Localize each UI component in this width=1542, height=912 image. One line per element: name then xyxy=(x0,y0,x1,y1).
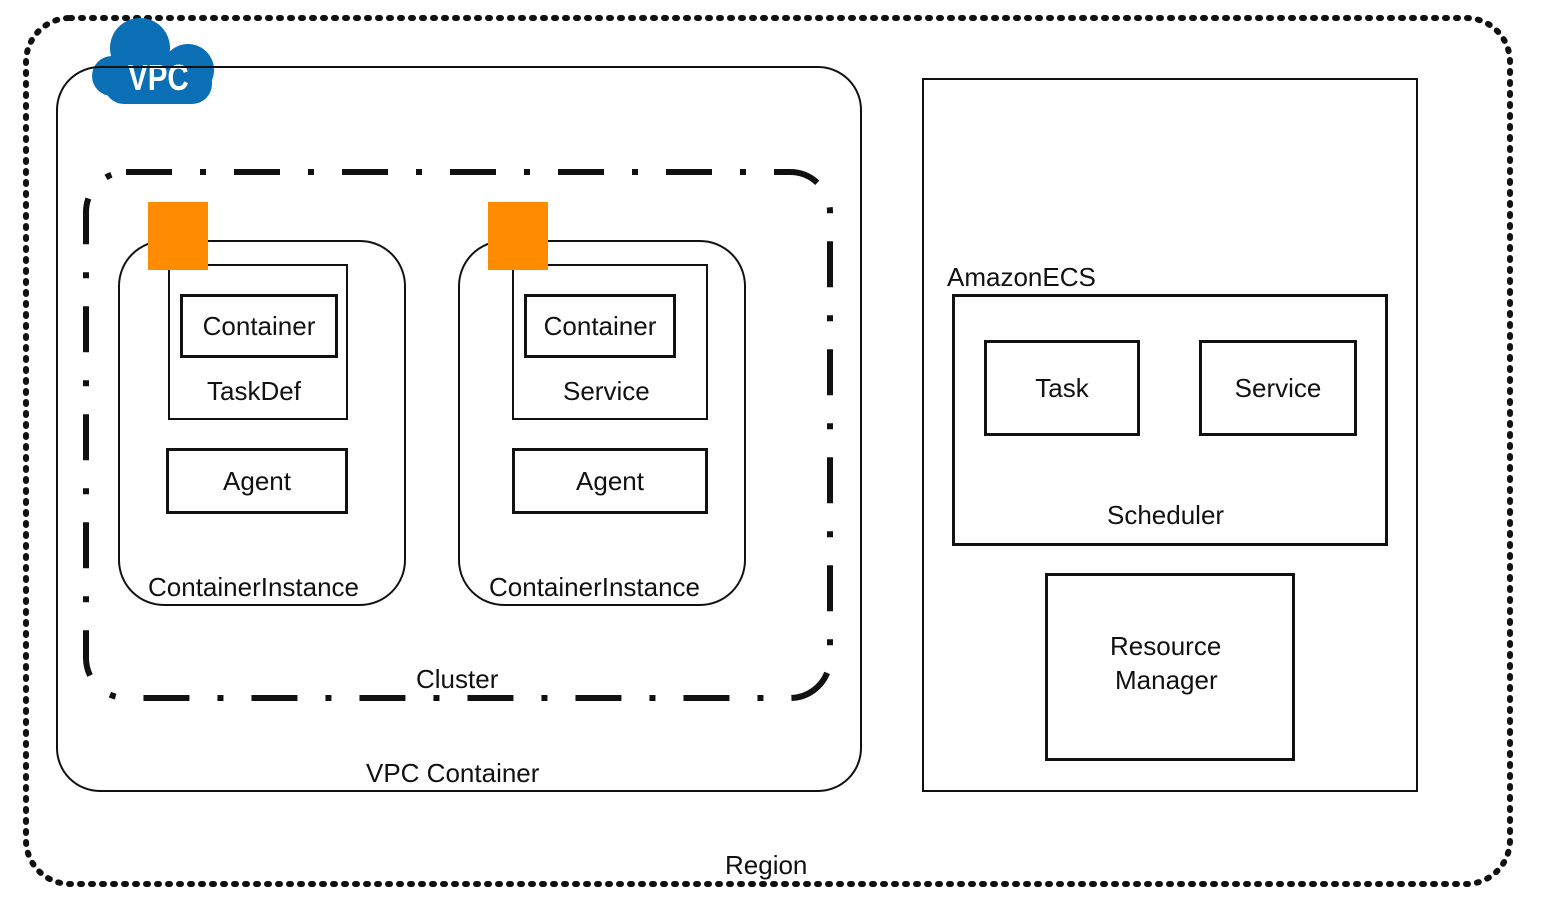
cluster-label: Cluster xyxy=(414,664,501,694)
vpc-badge-text: VPC xyxy=(128,57,189,98)
vpc-cloud-icon xyxy=(92,18,214,104)
container-box-1: Container xyxy=(180,294,338,358)
scheduler-label: Scheduler xyxy=(1107,500,1225,530)
taskdef-label: TaskDef xyxy=(207,376,301,406)
instance-2-tag xyxy=(488,202,548,270)
amazon-ecs-title: AmazonECS xyxy=(947,262,1096,292)
instance-1-tag xyxy=(148,202,208,270)
agent-box-2: Agent xyxy=(512,448,708,514)
resource-manager-line2: Manager xyxy=(1115,665,1218,695)
container-box-2: Container xyxy=(524,294,676,358)
container-instance-2-label: ContainerInstance xyxy=(489,572,701,602)
task-box: Task xyxy=(984,340,1140,436)
resource-manager-box xyxy=(1045,573,1295,761)
vpc-container xyxy=(56,66,862,792)
container-instance-1 xyxy=(118,240,406,606)
container-instance-1-label: ContainerInstance xyxy=(148,572,360,602)
region-label: Region xyxy=(723,850,810,880)
service-instance-label: Service xyxy=(563,376,650,406)
region-border xyxy=(23,15,1513,887)
service-box: Service xyxy=(1199,340,1357,436)
cluster-border xyxy=(83,169,833,701)
vpc-container-label: VPC Container xyxy=(366,758,540,788)
resource-manager-line1: Resource xyxy=(1110,631,1222,661)
container-instance-2 xyxy=(458,240,746,606)
agent-box-1: Agent xyxy=(166,448,348,514)
